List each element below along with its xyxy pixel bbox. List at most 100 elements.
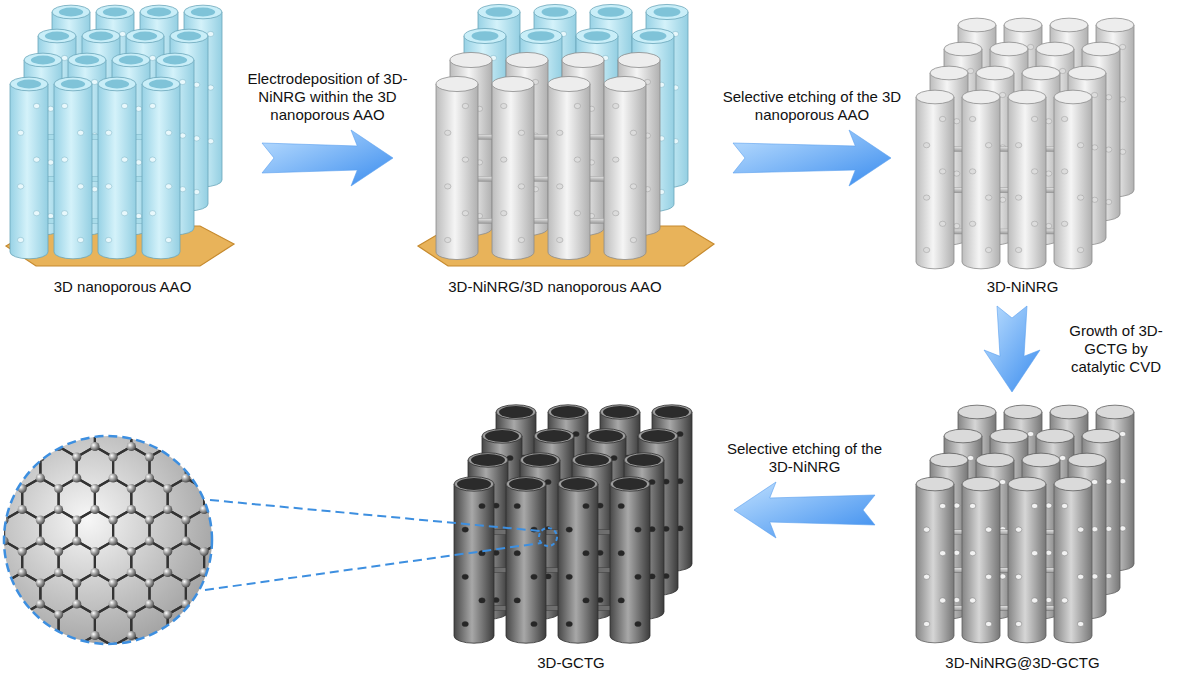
carbon-atom bbox=[181, 641, 190, 650]
pore-mark bbox=[17, 130, 23, 135]
carbon-atom bbox=[127, 505, 136, 514]
carbon-atom bbox=[18, 379, 27, 388]
carbon-atom bbox=[72, 410, 81, 419]
pore-mark bbox=[105, 184, 111, 189]
carbon-atom bbox=[181, 515, 190, 524]
rod-top bbox=[1022, 453, 1060, 467]
carbon-bond bbox=[0, 384, 4, 426]
nanorod bbox=[558, 484, 598, 643]
pore-mark bbox=[557, 130, 563, 135]
carbon-atom bbox=[90, 610, 99, 619]
rod-opening bbox=[17, 80, 41, 89]
pore-mark bbox=[61, 157, 67, 162]
pore-mark bbox=[531, 621, 537, 626]
carbon-atom bbox=[127, 673, 136, 682]
rod-top bbox=[464, 28, 506, 43]
carbon-atom bbox=[127, 379, 136, 388]
nanorod bbox=[548, 84, 590, 260]
carbon-atom bbox=[199, 547, 208, 556]
pore-mark bbox=[1015, 195, 1021, 200]
carbon-atom bbox=[218, 515, 227, 524]
carbon-atom bbox=[163, 379, 172, 388]
rod-opening bbox=[575, 454, 609, 466]
carbon-atom bbox=[218, 410, 227, 419]
rod-top bbox=[492, 76, 534, 91]
carbon-bond bbox=[186, 384, 222, 426]
stage-caption: 3D-NiNRG@3D-GCTG bbox=[945, 654, 1099, 672]
step-label: Selective etching of the 3D nanoporous A… bbox=[723, 88, 901, 123]
pore-mark bbox=[985, 195, 991, 200]
carbon-atom bbox=[309, 631, 318, 640]
carbon-atom bbox=[90, 673, 99, 682]
carbon-atom bbox=[0, 641, 9, 650]
carbon-atom bbox=[272, 547, 281, 556]
pore-mark bbox=[969, 221, 975, 226]
rod-top bbox=[930, 453, 968, 467]
rod-opening bbox=[486, 7, 513, 17]
carbon-atom bbox=[90, 484, 99, 493]
carbon-atom bbox=[18, 631, 27, 640]
pore-mark bbox=[479, 598, 485, 603]
carbon-atom bbox=[0, 452, 9, 461]
rod-top bbox=[478, 4, 520, 19]
cross-link bbox=[476, 176, 494, 181]
carbon-atom bbox=[327, 389, 336, 398]
pore-mark bbox=[1061, 598, 1067, 603]
rod-opening bbox=[589, 430, 623, 442]
carbon-atom bbox=[72, 536, 81, 545]
carbon-atom bbox=[163, 631, 172, 640]
process-arrow bbox=[262, 130, 393, 186]
rod-opening bbox=[528, 31, 555, 41]
carbon-atom bbox=[54, 505, 63, 514]
carbon-atom bbox=[236, 631, 245, 640]
carbon-atom bbox=[0, 599, 9, 608]
pore-mark bbox=[1061, 503, 1067, 508]
carbon-bond bbox=[204, 667, 240, 684]
carbon-atom bbox=[72, 599, 81, 608]
carbon-atom bbox=[290, 578, 299, 587]
pore-mark bbox=[61, 211, 67, 216]
rod-opening bbox=[584, 31, 611, 41]
carbon-bond bbox=[186, 636, 222, 678]
rod-top bbox=[534, 4, 576, 19]
carbon-atom bbox=[254, 389, 263, 398]
pore-mark bbox=[1077, 574, 1083, 579]
pore-mark bbox=[557, 184, 563, 189]
pore-mark bbox=[1061, 221, 1067, 226]
pore-mark bbox=[518, 130, 524, 135]
carbon-atom bbox=[90, 421, 99, 430]
pore-mark bbox=[514, 503, 520, 508]
carbon-atom bbox=[327, 410, 336, 419]
pore-mark bbox=[1077, 195, 1083, 200]
process-stage: 3D-NiNRG@3D-GCTG bbox=[905, 400, 1140, 674]
rod-top bbox=[944, 42, 982, 56]
carbon-atom bbox=[72, 389, 81, 398]
pore-mark bbox=[635, 621, 641, 626]
pore-mark bbox=[613, 211, 619, 216]
pore-mark bbox=[985, 143, 991, 148]
pore-mark bbox=[149, 211, 155, 216]
carbon-atom bbox=[290, 473, 299, 482]
carbon-atom bbox=[145, 389, 154, 398]
carbon-atom bbox=[145, 662, 154, 671]
pore-mark bbox=[969, 116, 975, 121]
carbon-bond bbox=[113, 636, 149, 678]
carbon-atom bbox=[163, 547, 172, 556]
pore-mark bbox=[1015, 574, 1021, 579]
carbon-atom bbox=[54, 484, 63, 493]
carbon-atom bbox=[109, 599, 118, 608]
carbon-atom bbox=[145, 536, 154, 545]
rod-opening bbox=[640, 31, 667, 41]
rod-top bbox=[10, 77, 48, 91]
carbon-bond bbox=[168, 415, 204, 457]
pore-mark bbox=[1077, 247, 1083, 252]
pore-mark bbox=[923, 247, 929, 252]
pore-mark bbox=[557, 237, 563, 242]
cross-link bbox=[532, 176, 550, 181]
rod-top bbox=[1008, 477, 1046, 491]
rod-top bbox=[1096, 18, 1134, 32]
cross-link bbox=[532, 218, 550, 223]
carbon-atom bbox=[145, 578, 154, 587]
pore-mark bbox=[33, 103, 39, 108]
carbon-atom bbox=[163, 505, 172, 514]
